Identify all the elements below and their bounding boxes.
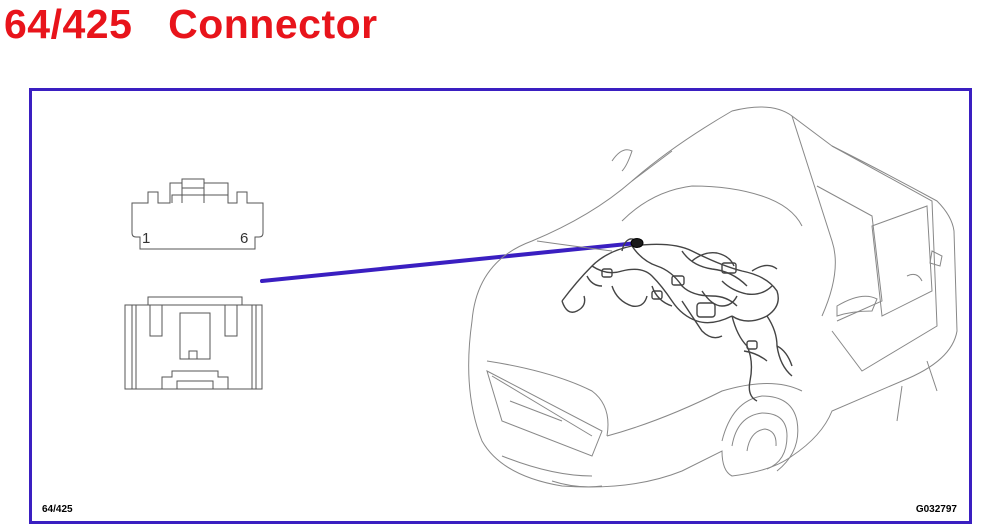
diagram-frame: 1 6 [29,88,972,524]
page-title: 64/425 Connector [4,0,378,48]
figure-ref-right: G032797 [915,504,957,515]
car-illustration [468,106,958,488]
connector-code: 64/425 [4,0,133,47]
connector-location-marker [630,238,644,248]
connector-label: Connector [168,0,378,47]
figure-ref-left: 64/425 [42,504,73,515]
pin-label-6: 6 [240,230,248,247]
wiring-harness [561,238,793,402]
location-pointer [260,241,639,283]
connector-front-view [131,178,264,250]
connector-top-view [124,296,263,390]
pin-label-1: 1 [142,230,150,247]
title-gap [132,1,168,48]
diagram-drawing: 1 6 [124,106,958,488]
